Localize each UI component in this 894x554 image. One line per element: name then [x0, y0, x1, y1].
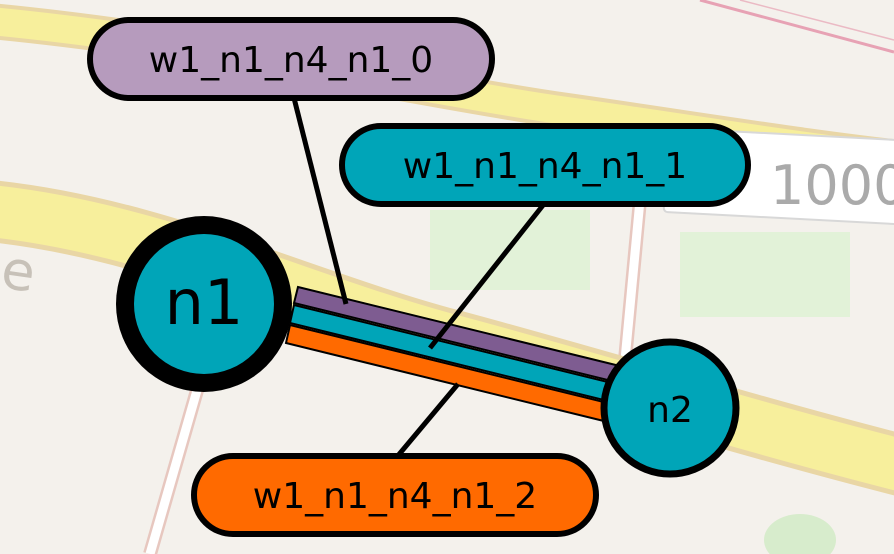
edge-label-w1_n1_n4_n1_1[interactable]: w1_n1_n4_n1_1	[339, 123, 751, 207]
node-n1-label: n1	[165, 266, 244, 339]
edge-label-1-text: w1_n1_n4_n1_1	[403, 146, 687, 187]
node-n2-circle	[600, 338, 740, 478]
distance-label: 1000	[770, 154, 894, 217]
leader-line-edge-2	[394, 382, 460, 460]
edge-bundle	[284, 285, 626, 425]
pink-boundary-line	[699, 0, 894, 54]
edge-label-0-text: w1_n1_n4_n1_0	[149, 40, 433, 81]
edge-label-w1_n1_n4_n1_2[interactable]: w1_n1_n4_n1_2	[191, 453, 599, 537]
node-n2[interactable]: n2	[600, 338, 740, 478]
node-n1[interactable]: n1	[116, 216, 292, 392]
side-street-2-core	[620, 199, 645, 361]
edge-label-w1_n1_n4_n1_0[interactable]: w1_n1_n4_n1_0	[87, 17, 495, 101]
green-area-3	[764, 514, 836, 554]
edge-label-1-box	[339, 123, 751, 207]
node-n2-label: n2	[647, 390, 693, 431]
edge-label-2-text: w1_n1_n4_n1_2	[253, 476, 537, 517]
pink-boundary-line-2	[739, 0, 894, 41]
leader-line-edge-0	[291, 97, 349, 305]
leader-lines	[291, 97, 546, 460]
edge-label-2-box	[191, 453, 599, 537]
green-area-2	[680, 232, 850, 317]
edge-label-0-box	[87, 17, 495, 101]
leader-line-edge-1	[428, 202, 546, 350]
side-street-1-core	[145, 378, 205, 554]
node-n1-fill	[134, 234, 274, 374]
